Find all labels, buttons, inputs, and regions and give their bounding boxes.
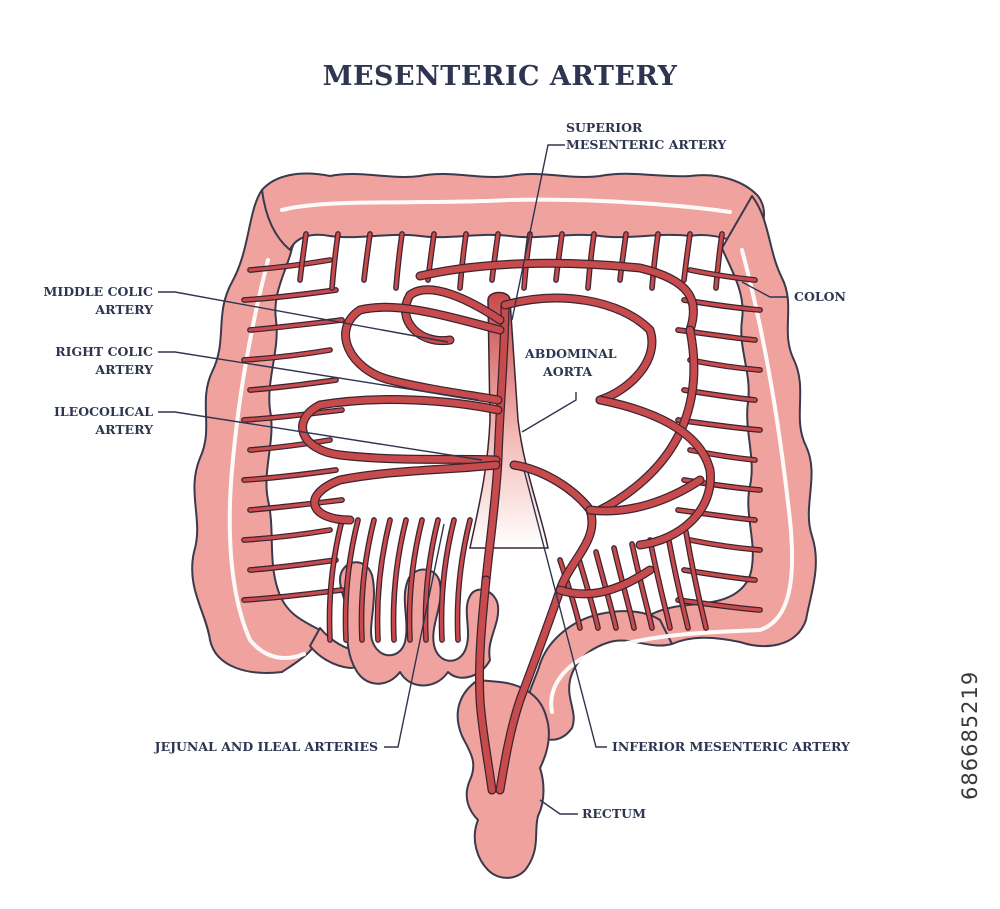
artery-branch <box>248 258 332 272</box>
artery-branch <box>596 396 714 549</box>
artery-branch <box>248 558 338 572</box>
label-aorta-line1: ABDOMINAL <box>524 346 617 361</box>
artery-branch <box>394 232 404 290</box>
label-middle-colic-line2: ARTERY <box>94 302 154 317</box>
artery-branch <box>455 518 472 642</box>
artery-branch <box>554 232 564 282</box>
artery-branch <box>391 518 408 642</box>
artery-branch <box>618 232 628 282</box>
artery-branch <box>682 232 692 282</box>
artery-branch <box>476 576 496 794</box>
artery-branch <box>586 232 596 290</box>
diagram-title: MESENTERIC ARTERY <box>323 61 678 92</box>
artery-branch <box>676 598 762 612</box>
artery-branch <box>558 558 582 630</box>
artery-branch <box>342 304 504 404</box>
artery-network <box>241 231 763 795</box>
stock-image-id: 686685219 <box>958 670 982 800</box>
artery-branch <box>242 528 332 542</box>
label-rectum: RECTUM <box>582 806 646 821</box>
artery-branch <box>343 518 360 642</box>
artery-branch <box>630 542 654 630</box>
artery-branch <box>458 232 468 290</box>
artery-branch <box>676 508 757 522</box>
artery-branch <box>501 294 656 404</box>
artery-branch <box>362 232 372 282</box>
artery-branch <box>248 378 338 392</box>
artery-branch <box>688 268 757 282</box>
artery-branch <box>556 566 654 598</box>
labels: SUPERIOR MESENTERIC ARTERY MIDDLE COLIC … <box>44 120 851 821</box>
artery-branch <box>650 232 660 290</box>
label-superior-line2: MESENTERIC ARTERY <box>566 137 727 152</box>
colon <box>191 172 817 879</box>
label-jejunal-ileal: JEJUNAL AND ILEAL ARTERIES <box>154 739 378 754</box>
label-colon: COLON <box>794 289 846 304</box>
artery-branch <box>242 288 338 302</box>
artery-branch <box>648 538 672 630</box>
label-superior-line1: SUPERIOR <box>566 120 643 135</box>
artery-branch <box>596 326 698 514</box>
artery-branch <box>248 318 344 332</box>
artery-branch <box>242 408 344 422</box>
artery-branch <box>402 286 504 344</box>
artery-branch <box>714 232 724 290</box>
artery-branch <box>327 518 344 642</box>
artery-branch <box>248 498 344 512</box>
artery-branch <box>330 232 340 290</box>
artery-branch <box>242 348 332 362</box>
label-ileocolical-line1: ILEOCOLICAL <box>54 404 153 419</box>
artery-branch <box>688 538 762 552</box>
small-intestine <box>339 561 500 687</box>
artery-branch <box>490 232 500 282</box>
artery-branch <box>666 534 690 630</box>
artery-branch <box>298 232 308 282</box>
label-right-colic-line1: RIGHT COLIC <box>55 344 153 359</box>
label-ileocolical-line2: ARTERY <box>94 422 154 437</box>
artery-branch <box>439 518 456 642</box>
artery-branch <box>359 518 376 642</box>
artery-branch <box>248 438 332 452</box>
artery-branch <box>311 461 500 524</box>
leader-lines <box>158 144 788 815</box>
artery-branch <box>684 530 708 630</box>
artery-branch <box>242 468 338 482</box>
label-right-colic-line2: ARTERY <box>94 362 154 377</box>
artery-branch <box>416 260 697 334</box>
label-aorta-line2: AORTA <box>542 364 592 379</box>
artery-branch <box>423 518 440 642</box>
artery-branch <box>586 476 704 515</box>
label-middle-colic-line1: MIDDLE COLIC <box>44 284 154 299</box>
abdominal-aorta <box>469 291 549 549</box>
artery-branch <box>407 518 424 642</box>
label-inferior-mesenteric: INFERIOR MESENTERIC ARTERY <box>612 739 851 754</box>
artery-branch <box>594 550 618 630</box>
artery-branch <box>299 396 502 464</box>
artery-branch <box>375 518 392 642</box>
artery-branch <box>612 546 636 630</box>
